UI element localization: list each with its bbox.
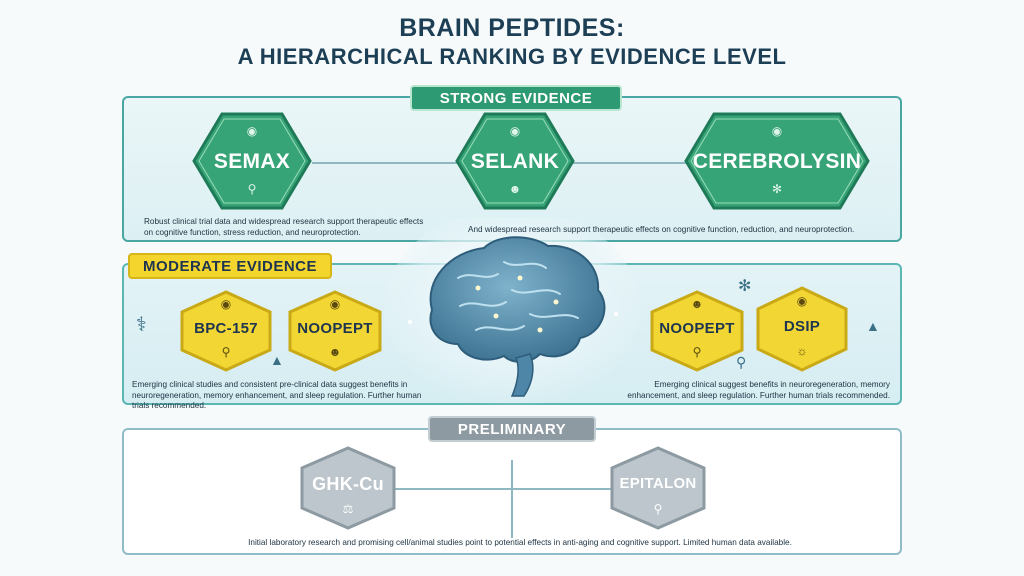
peptide-ghk-cu: GHK-Cu ⚖ bbox=[300, 446, 396, 530]
lightbulb-icon: ☼ bbox=[796, 344, 808, 358]
brain-icon: ◉ bbox=[246, 124, 258, 138]
strong-evidence-label: STRONG EVIDENCE bbox=[410, 85, 622, 111]
page-subtitle: A HIERARCHICAL RANKING BY EVIDENCE LEVEL bbox=[237, 44, 787, 69]
chart-icon: ▲ bbox=[866, 318, 880, 334]
peptide-noopept-right: ☻ NOOPEPT ⚲ bbox=[650, 290, 744, 372]
strong-description-right: And widespread research support therapeu… bbox=[468, 225, 855, 234]
person-icon: ☻ bbox=[328, 345, 342, 359]
brain-icon: ◉ bbox=[509, 124, 521, 138]
magnifier-icon: ⚲ bbox=[653, 502, 663, 516]
peptide-bpc-157: ◉ BPC-157 ⚲ bbox=[180, 290, 272, 372]
flask-icon: ⚖ bbox=[342, 502, 354, 516]
brain-icon: ◉ bbox=[796, 294, 808, 308]
magnifier-icon: ⚲ bbox=[736, 354, 747, 370]
connector-line bbox=[312, 162, 462, 164]
network-icon: ✻ bbox=[738, 278, 752, 295]
peptide-semax: ◉ SEMAX ⚲ bbox=[192, 112, 312, 210]
strong-description-left: Robust clinical trial data and widesprea… bbox=[144, 217, 424, 237]
connector-line bbox=[390, 488, 616, 490]
magnifier-icon: ⚲ bbox=[692, 345, 702, 359]
peptide-noopept-left: ◉ NOOPEPT ☻ bbox=[288, 290, 382, 372]
brain-icon: ◉ bbox=[771, 124, 783, 138]
peptide-cerebrolysin: ◉ CEREBROLYSIN ✻ bbox=[684, 112, 870, 210]
peptide-selank: ◉ SELANK ☻ bbox=[455, 112, 575, 210]
preliminary-label: PRELIMINARY bbox=[428, 416, 596, 442]
page-title: BRAIN PEPTIDES: bbox=[399, 14, 625, 42]
peptide-epitalon: EPITALON ⚲ bbox=[610, 446, 706, 530]
magnifier-icon: ⚲ bbox=[247, 182, 257, 196]
moderate-description-right: Emerging clinical suggest benefits in ne… bbox=[627, 380, 890, 400]
brain-icon: ◉ bbox=[329, 297, 341, 311]
brain-icon: ◉ bbox=[220, 297, 232, 311]
magnifier-icon: ⚲ bbox=[221, 345, 231, 359]
doctor-icon: ⚕ bbox=[136, 314, 147, 336]
brain-illustration bbox=[380, 208, 644, 418]
network-icon: ✻ bbox=[771, 182, 783, 196]
peptide-dsip: ◉ DSIP ☼ bbox=[756, 286, 848, 372]
chart-icon: ▲ bbox=[270, 352, 284, 368]
person-icon: ☻ bbox=[508, 182, 522, 196]
moderate-evidence-label: MODERATE EVIDENCE bbox=[128, 253, 332, 279]
moderate-description-left: Emerging clinical studies and consistent… bbox=[132, 380, 422, 410]
preliminary-description: Initial laboratory research and promisin… bbox=[248, 538, 792, 547]
person-icon: ☻ bbox=[690, 297, 704, 311]
connector-line bbox=[511, 460, 513, 538]
connector-line bbox=[568, 162, 690, 164]
